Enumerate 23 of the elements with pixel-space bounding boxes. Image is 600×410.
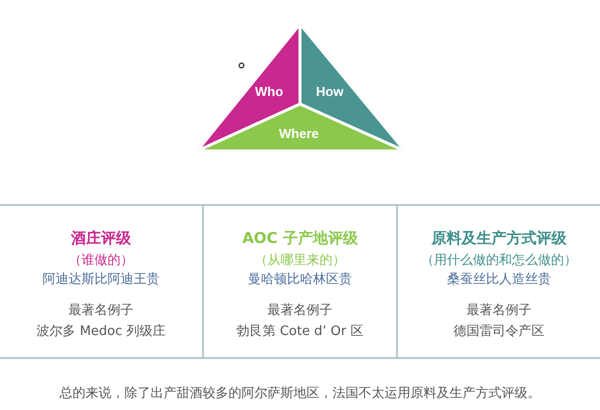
- cell-example-note: 曼哈顿比哈林区贵: [248, 271, 352, 288]
- cell-example: 勃艮第 Cote d’ Or 区: [236, 323, 364, 340]
- table-cell: [204, 204, 398, 359]
- segment-label: How: [316, 84, 344, 99]
- cell-heading: AOC 子产地评级: [242, 229, 358, 248]
- cell-example-note: 桑蚕丝比人造丝贵: [447, 271, 551, 288]
- table-cell: [398, 204, 600, 359]
- segment-label: Where: [279, 126, 319, 141]
- cell-example-label: 最著名例子: [466, 302, 532, 319]
- triangle-segment: [197, 104, 405, 151]
- cell-heading: 酒庄评级: [71, 229, 131, 248]
- table-cell: [0, 204, 204, 359]
- cell-example-label: 最著名例子: [268, 302, 332, 319]
- cell-heading: 原料及生产方式评级: [432, 229, 566, 248]
- cell-example: 德国雷司令产区: [454, 323, 544, 340]
- cell-subtitle: （谁做的）: [68, 252, 134, 269]
- segment-label: Who: [255, 84, 284, 99]
- cell-example-label: 最著名例子: [68, 302, 134, 319]
- cell-example-note: 阿迪达斯比阿迪王贵: [42, 271, 160, 288]
- cell-example: 波尔多 Medoc 列级庄: [36, 323, 166, 340]
- cell-subtitle: （用什么做的和怎么做的）: [421, 252, 577, 269]
- caption: 总的来说，除了出产甜酒较多的阿尔萨斯地区，法国不太运用原料及生产方式评级。: [60, 386, 540, 401]
- cell-subtitle: （从哪里来的）: [254, 252, 346, 269]
